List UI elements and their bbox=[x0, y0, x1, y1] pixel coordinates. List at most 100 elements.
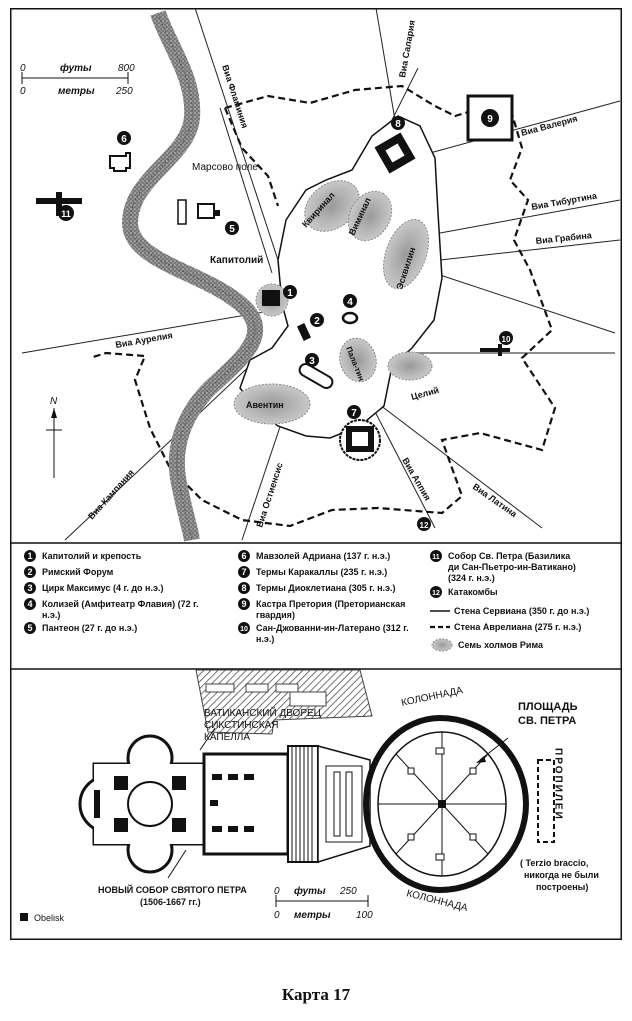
svg-text:4: 4 bbox=[347, 297, 353, 308]
legend-servian-label: Стена Сервиана (350 г. до н.э.) bbox=[454, 606, 589, 616]
label-propylaea: ПРОПИЛЕИ bbox=[553, 748, 564, 821]
scale-meters-max: 250 bbox=[115, 86, 133, 97]
legend-item-text: Колизей (Амфитеатр Флавия) (72 г.н.э.) bbox=[42, 599, 199, 620]
label-vatican-palace: ВАТИКАНСКИЙ ДВОРЕЦ bbox=[204, 706, 322, 719]
legend-item-text: Цирк Максимус (4 г. до н.э.) bbox=[42, 583, 163, 593]
label-capitol: Капитолий bbox=[210, 255, 263, 266]
svg-text:5: 5 bbox=[229, 224, 235, 235]
hill-viminal bbox=[347, 190, 393, 242]
basilica bbox=[78, 734, 290, 874]
vatican-palace bbox=[195, 669, 373, 735]
label-note-2: никогда не были bbox=[524, 870, 599, 880]
map-markers: 1 2 3 4 5 6 7 8 9 10 11 12 bbox=[58, 109, 513, 531]
svg-text:11: 11 bbox=[61, 209, 71, 219]
monument-pantheon bbox=[197, 203, 215, 219]
monument-hadrian bbox=[109, 152, 131, 172]
monument-circus bbox=[298, 363, 334, 389]
legend-number: 5 bbox=[27, 623, 32, 633]
svg-text:8: 8 bbox=[395, 119, 401, 130]
piazza-oval bbox=[363, 715, 529, 893]
monument-diocletian bbox=[374, 132, 416, 174]
monument-caracalla bbox=[339, 419, 381, 461]
legend-number-marker bbox=[24, 622, 36, 634]
svg-text:7: 7 bbox=[351, 408, 357, 419]
legend-number: 11 bbox=[432, 554, 440, 561]
label-sistine-2: КАПЕЛЛА bbox=[204, 732, 250, 743]
scale-feet-max: 800 bbox=[118, 63, 135, 74]
label-new-cathedral-2: (1506-1667 гг.) bbox=[140, 897, 201, 907]
legend-number: 3 bbox=[27, 583, 32, 593]
label-campus: Марсово поле bbox=[192, 162, 258, 173]
legend-number-marker bbox=[238, 566, 250, 578]
plan-scale-meters-max: 100 bbox=[356, 910, 373, 921]
legend-number-marker bbox=[24, 582, 36, 594]
legend-number: 9 bbox=[241, 599, 246, 609]
legend-number-marker bbox=[24, 550, 36, 562]
monument-forum bbox=[296, 323, 312, 341]
legend-number: 4 bbox=[27, 599, 32, 609]
svg-text:1: 1 bbox=[287, 288, 293, 299]
hill-palatin bbox=[339, 337, 377, 383]
label-square-1: ПЛОЩАДЬ bbox=[518, 701, 578, 713]
legend-number-marker bbox=[238, 598, 250, 610]
facade-steps bbox=[287, 745, 319, 863]
legend-item-text: Термы Диоклетиана (305 г. н.э.) bbox=[256, 583, 395, 593]
legend-number: 7 bbox=[241, 567, 246, 577]
svg-text:9: 9 bbox=[487, 114, 493, 125]
legend-number: 12 bbox=[432, 590, 440, 597]
map-figure: 1 2 3 4 5 6 7 8 9 10 11 12 0 футы 800 0 … bbox=[10, 8, 622, 940]
propylaea-outline bbox=[537, 759, 555, 843]
monument-capitol bbox=[262, 290, 280, 306]
svg-text:12: 12 bbox=[420, 521, 429, 530]
legend-number: 2 bbox=[27, 567, 32, 577]
legend-number-marker bbox=[430, 550, 442, 562]
north-arrow: N bbox=[46, 396, 62, 478]
map-scale-bar: 0 футы 800 0 метры 250 bbox=[20, 62, 135, 97]
monument-colosseum bbox=[341, 311, 359, 325]
st-peters-plan: ВАТИКАНСКИЙ ДВОРЕЦ СИКСТИНСКАЯ КАПЕЛЛА К… bbox=[20, 669, 599, 923]
legend-number: 6 bbox=[241, 551, 246, 561]
legend-hills-swatch bbox=[431, 638, 453, 652]
plan-scale-meters-0: 0 bbox=[274, 910, 280, 921]
legend-item-text: Мавзолей Адриана (137 г. н.э.) bbox=[256, 551, 390, 561]
legend-number-marker bbox=[24, 598, 36, 610]
legend-item-text: Капитолий и крепость bbox=[42, 551, 142, 561]
legend-number: 1 bbox=[27, 551, 32, 561]
plan-scale-meters-label: метры bbox=[294, 910, 331, 921]
plan-scale-bar: 0 футы 250 0 метры 100 bbox=[274, 885, 373, 921]
scale-meters-label: метры bbox=[58, 86, 95, 97]
legend-item-text: Пантеон (27 г. до н.э.) bbox=[42, 623, 137, 633]
legend-number: 10 bbox=[240, 626, 248, 633]
plan-scale-feet-0: 0 bbox=[274, 886, 280, 897]
label-aventin: Авентин bbox=[246, 400, 284, 410]
hill-aventin bbox=[233, 383, 311, 425]
svg-text:10: 10 bbox=[502, 335, 511, 344]
plan-scale-feet-max: 250 bbox=[339, 886, 357, 897]
obelisk-legend-icon bbox=[20, 913, 28, 921]
monuments bbox=[36, 94, 514, 461]
legend-number-marker bbox=[24, 566, 36, 578]
label-square-2: СВ. ПЕТРА bbox=[518, 715, 576, 727]
plan-scale-feet-label: футы bbox=[294, 885, 326, 897]
svg-text:6: 6 bbox=[121, 134, 127, 145]
scale-feet-0: 0 bbox=[20, 63, 26, 74]
legend-item-text: Термы Каракаллы (235 г. н.э.) bbox=[256, 567, 387, 577]
scale-feet-label: футы bbox=[60, 62, 92, 74]
obelisk-marker bbox=[438, 800, 446, 808]
legend-item-text: Сан-Джованни-ин-Латерано (312 г.н.э.) bbox=[256, 623, 409, 644]
monument-lateran bbox=[480, 344, 510, 356]
label-note-1: ( Terzio braccio, bbox=[520, 858, 588, 868]
legend-number-marker bbox=[238, 582, 250, 594]
legend-aurelian-label: Стена Аврелиана (275 г. н.э.) bbox=[454, 622, 581, 632]
scale-meters-0: 0 bbox=[20, 86, 26, 97]
legend-number-marker bbox=[238, 622, 250, 634]
legend-number-marker bbox=[238, 550, 250, 562]
svg-text:3: 3 bbox=[309, 356, 315, 367]
monument-old-st-peter bbox=[36, 192, 82, 216]
label-sistine-1: СИКСТИНСКАЯ bbox=[204, 720, 278, 731]
obelisk-legend-label: Obelisk bbox=[34, 913, 65, 923]
label-note-3: построены) bbox=[536, 882, 588, 892]
